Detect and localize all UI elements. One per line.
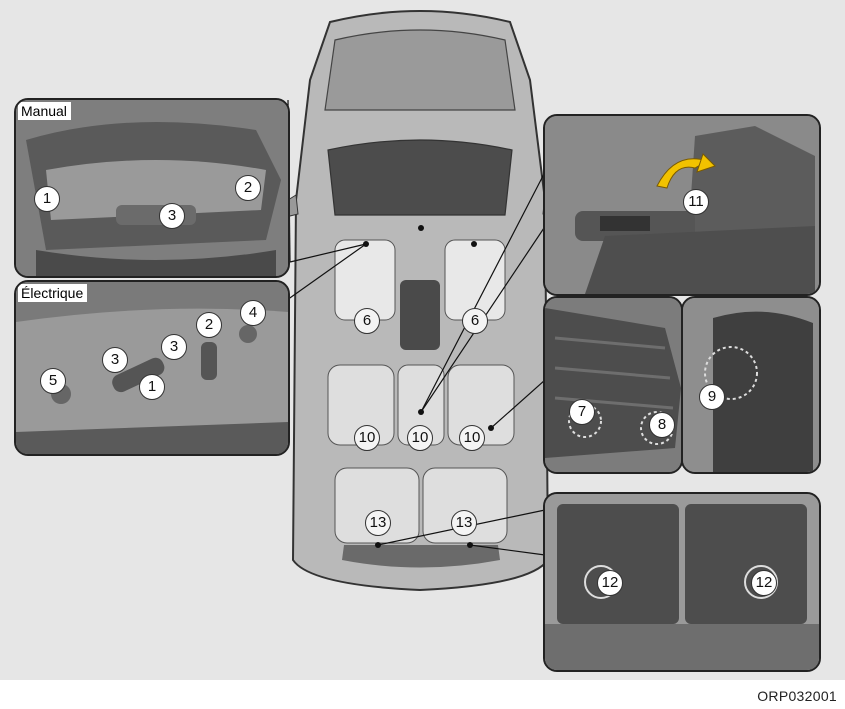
callout-second-row-right: 10 (459, 425, 485, 451)
seat-back-panel: 9 (681, 296, 821, 474)
armrest-illustration (545, 116, 819, 294)
pointer-dot (467, 542, 473, 548)
callout-third-row-left: 13 (365, 510, 391, 536)
manual-seat-illustration (16, 100, 288, 276)
car-hood (324, 29, 516, 111)
third-row-right-seat (422, 467, 508, 544)
callout-front-left-seat: 6 (354, 308, 380, 334)
cargo-illustration (545, 494, 819, 670)
callout-electric-5: 5 (40, 368, 66, 394)
callout-electric-4: 4 (240, 300, 266, 326)
leader-electrique (286, 243, 367, 301)
seat-back-illustration (683, 298, 819, 472)
center-console (400, 280, 440, 350)
pointer-dot (471, 241, 477, 247)
cargo-area-panel: 12 12 (543, 492, 821, 672)
callout-seat-back-9: 9 (699, 384, 725, 410)
second-row-armrest-panel: 11 (543, 114, 821, 296)
callout-fold-7: 7 (569, 399, 595, 425)
callout-manual-3: 3 (159, 203, 185, 229)
pointer-dot (375, 542, 381, 548)
pointer-dot (363, 241, 369, 247)
leader-cargo (469, 544, 546, 556)
manual-label: Manual (18, 102, 71, 120)
manual-seat-panel: Manual 1 2 3 (14, 98, 290, 278)
callout-second-row-center: 10 (407, 425, 433, 451)
rear-window (342, 545, 500, 568)
seat-fold-illustration (545, 298, 681, 472)
figure-code: ORP032001 (757, 688, 837, 704)
callout-cargo-12-left: 12 (597, 570, 623, 596)
callout-third-row-right: 13 (451, 510, 477, 536)
callout-electric-2: 2 (196, 312, 222, 338)
pointer-dot (418, 409, 424, 415)
pointer-dot (488, 425, 494, 431)
leader-third-row (490, 379, 546, 429)
callout-fold-8: 8 (649, 412, 675, 438)
electric-seat-panel: Électrique 5 3 1 3 2 4 (14, 280, 290, 456)
callout-second-row-left: 10 (354, 425, 380, 451)
callout-front-right-seat: 6 (462, 308, 488, 334)
seat-fold-panel: 7 8 (543, 296, 683, 474)
callout-electric-3b: 3 (161, 334, 187, 360)
callout-electric-3a: 3 (102, 347, 128, 373)
callout-cargo-12-right: 12 (751, 570, 777, 596)
pointer-dot (418, 225, 424, 231)
leader-manual (289, 243, 367, 263)
callout-manual-2: 2 (235, 175, 261, 201)
callout-electric-1: 1 (139, 374, 165, 400)
electric-label: Électrique (18, 284, 88, 302)
callout-armrest-11: 11 (683, 189, 709, 215)
leader-console-2 (420, 171, 546, 413)
windshield (327, 139, 513, 216)
callout-manual-1: 1 (34, 186, 60, 212)
